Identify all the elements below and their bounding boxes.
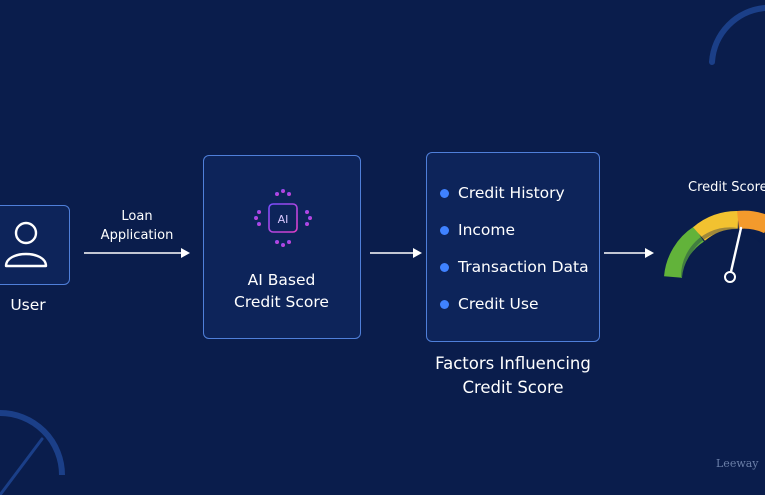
ai-chip-text: AI bbox=[278, 213, 289, 226]
loan-application-label: Loan Application bbox=[90, 207, 184, 245]
gauge-pivot bbox=[724, 271, 736, 283]
gauge-inner-shade bbox=[680, 227, 764, 278]
ai-box-line-1: AI Based bbox=[247, 271, 316, 289]
ai-chip-icon: AI bbox=[254, 189, 312, 247]
factor-item-credit-use: Credit Use bbox=[440, 295, 539, 313]
user-label: User bbox=[10, 296, 46, 314]
loan-application-line-1: Loan bbox=[121, 209, 153, 224]
bullet-icon bbox=[440, 188, 449, 198]
decorative-gauge-bottom-left bbox=[0, 410, 65, 495]
credit-score-gauge bbox=[664, 210, 765, 283]
bullet-icon bbox=[440, 299, 449, 309]
factors-caption-line-2: Credit Score bbox=[462, 378, 564, 397]
loan-application-line-2: Application bbox=[100, 228, 174, 243]
arrow-user-to-ai bbox=[84, 248, 190, 258]
ai-box-line-2: Credit Score bbox=[234, 293, 329, 311]
decorative-arc-top-right bbox=[709, 5, 765, 65]
gauge-needle bbox=[728, 226, 743, 278]
factor-text: Income bbox=[458, 221, 516, 239]
factor-item-income: Income bbox=[440, 221, 515, 239]
user-box bbox=[0, 205, 70, 285]
gauge-segment-orange bbox=[737, 210, 765, 234]
factor-text: Credit History bbox=[458, 184, 565, 202]
user-icon bbox=[4, 221, 48, 268]
factors-caption-line-1: Factors Influencing bbox=[435, 354, 591, 373]
bullet-icon bbox=[440, 262, 449, 272]
arrow-factors-to-gauge bbox=[604, 248, 654, 258]
ai-credit-score-box: AI AI Based Credit Score bbox=[203, 155, 361, 339]
watermark: Leeway bbox=[716, 457, 759, 470]
factor-item-transaction-data: Transaction Data bbox=[440, 258, 589, 276]
factor-text: Credit Use bbox=[458, 295, 539, 313]
bullet-icon bbox=[440, 225, 449, 235]
gauge-segment-yellow bbox=[693, 211, 739, 242]
factors-box bbox=[426, 152, 600, 342]
factor-text: Transaction Data bbox=[458, 258, 589, 276]
gauge-segment-green bbox=[664, 226, 705, 279]
factors-caption: Factors Influencing Credit Score bbox=[420, 352, 606, 400]
factor-item-credit-history: Credit History bbox=[440, 184, 565, 202]
arrow-ai-to-factors bbox=[370, 248, 422, 258]
ai-box-label: AI Based Credit Score bbox=[204, 269, 359, 313]
gauge-title: Credit Score bbox=[688, 180, 765, 195]
